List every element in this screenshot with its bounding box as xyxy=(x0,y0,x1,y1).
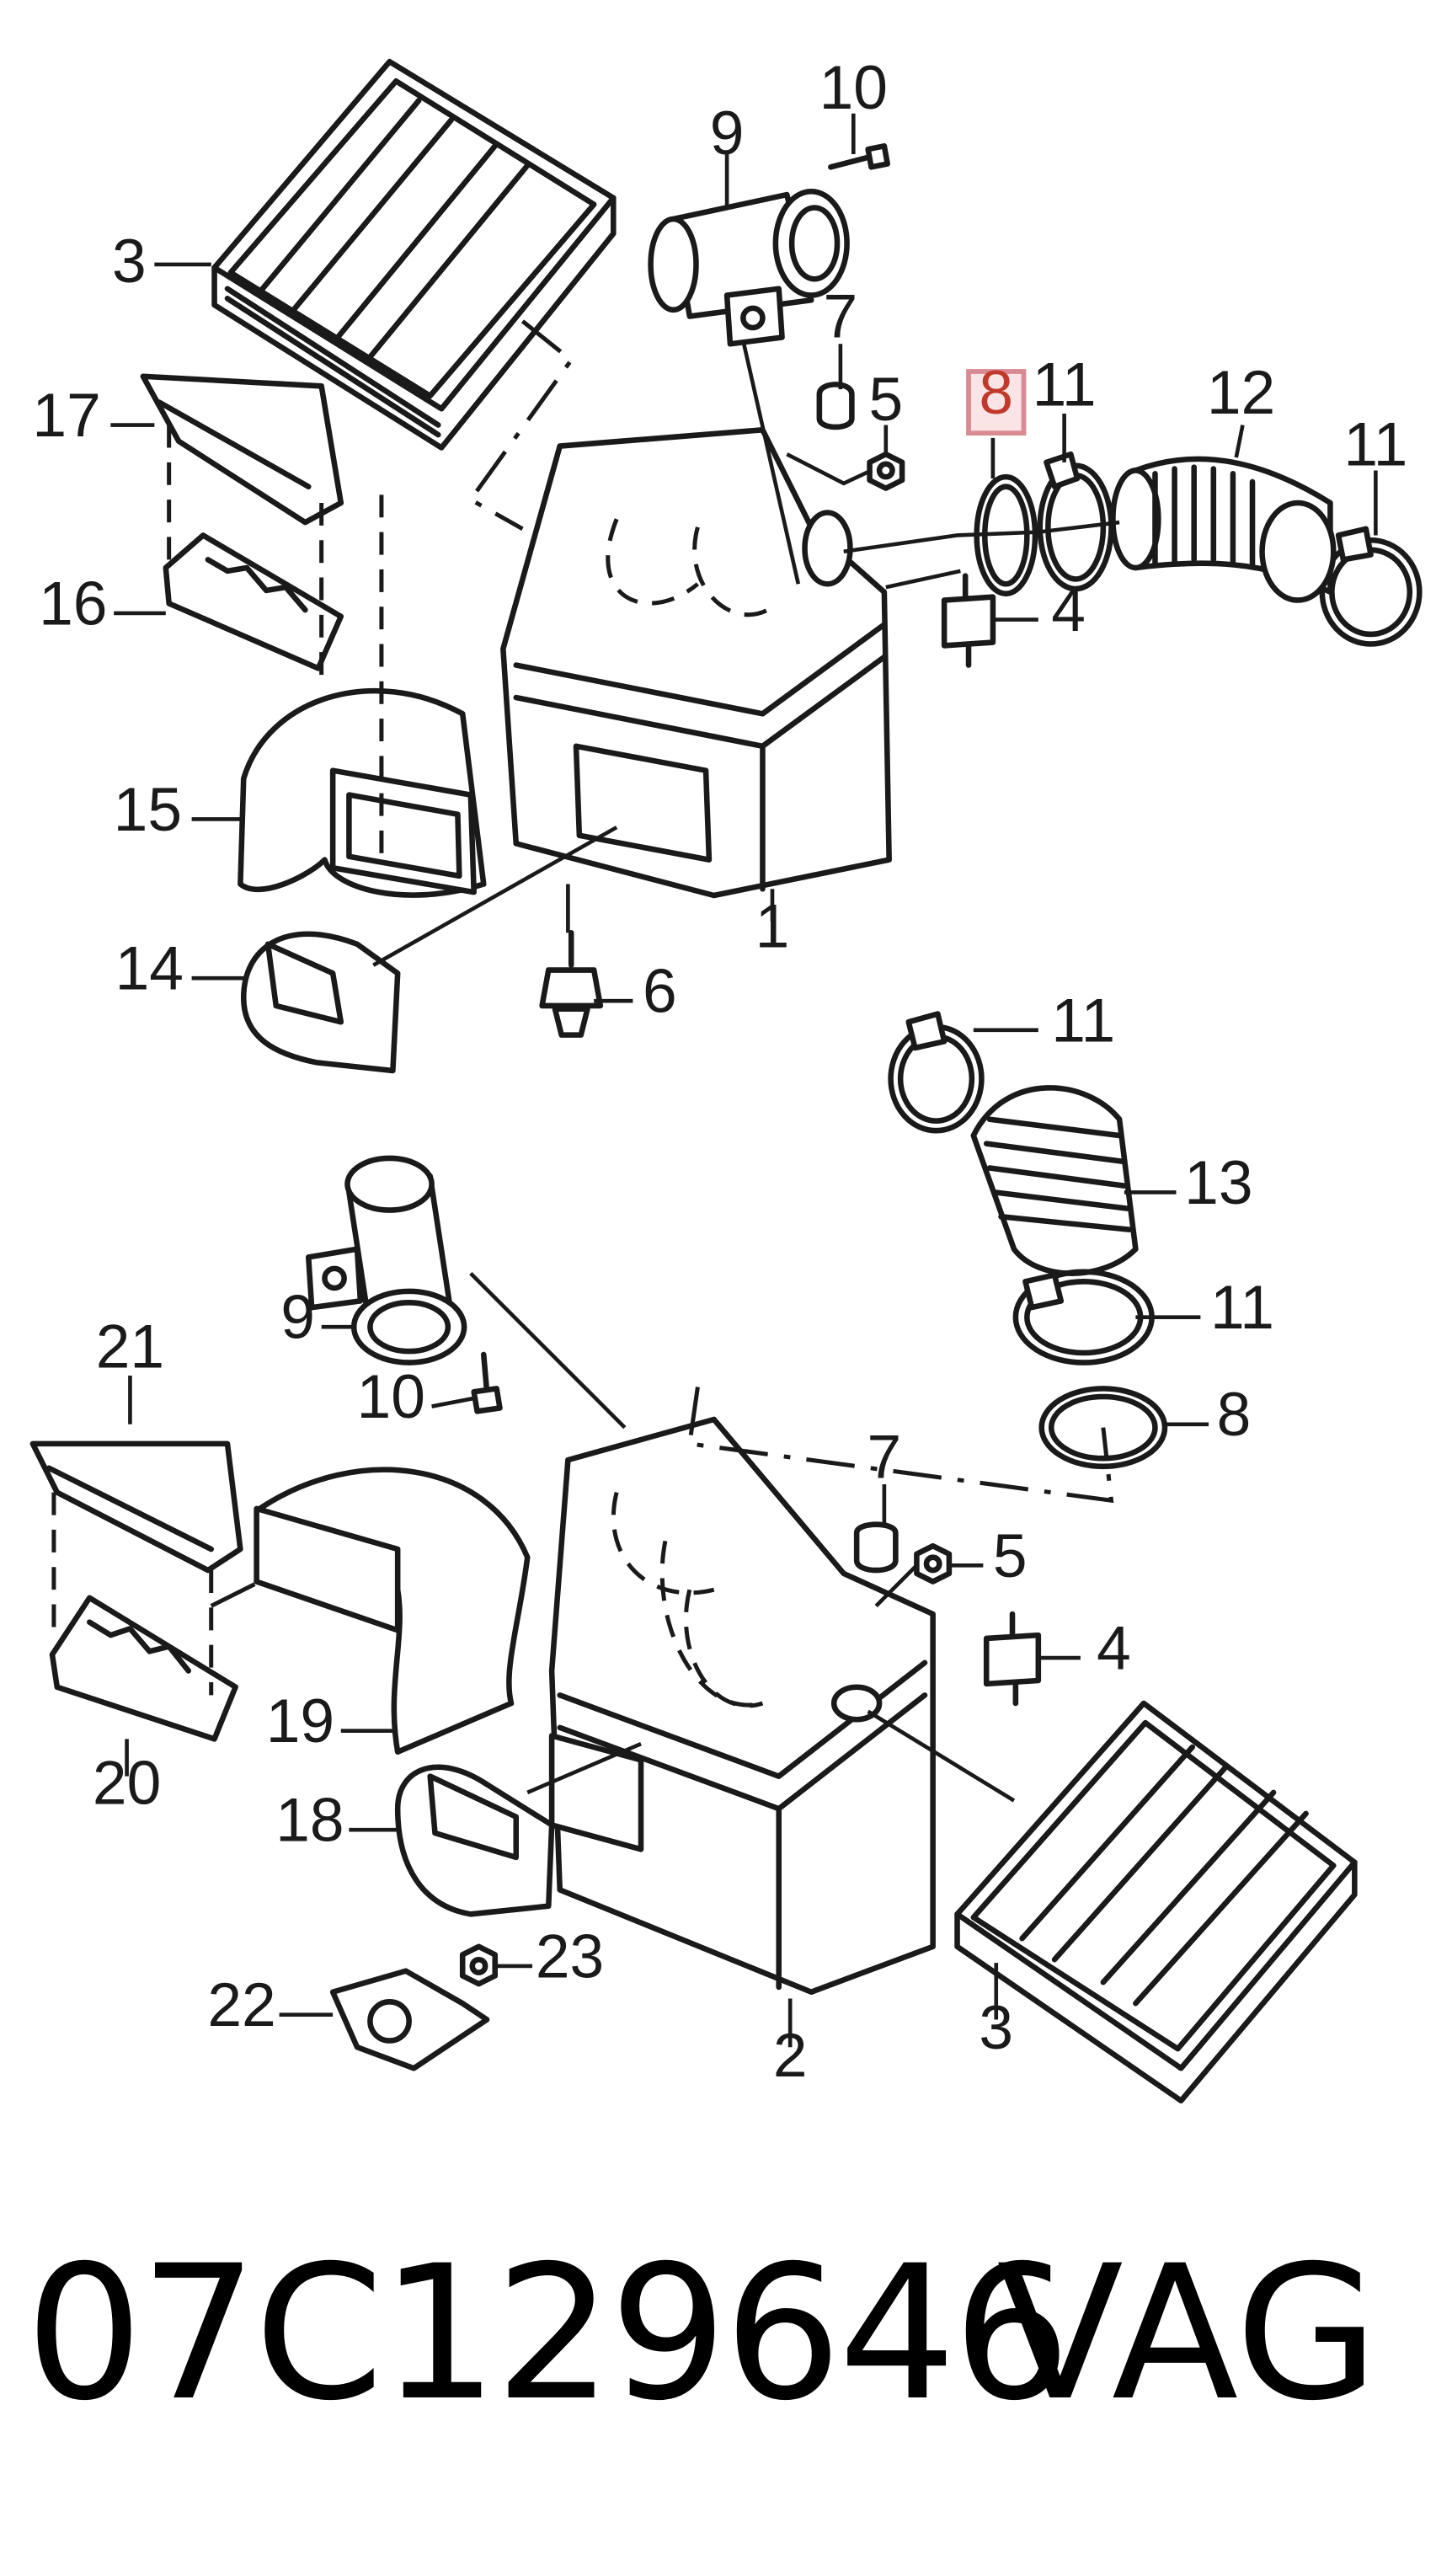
air-filter-housing-1 xyxy=(500,427,892,899)
air-filter-housing-2 xyxy=(548,1416,936,1996)
intake-duct-15 xyxy=(238,687,487,898)
screw-top xyxy=(828,143,891,170)
nut-23 xyxy=(459,1943,498,1987)
hose-clamp-top-a xyxy=(1037,451,1114,592)
rubber-mount-top xyxy=(941,573,996,668)
brand-label: VAG xyxy=(996,2226,1379,2441)
intake-grille-16 xyxy=(163,532,344,671)
callout-17: 17 xyxy=(32,381,100,450)
callout-9-bottom: 9 xyxy=(280,1283,315,1352)
part-number: 07C129646 xyxy=(25,2226,1070,2441)
air-filter-element-top xyxy=(211,58,617,451)
callout-8-top-highlighted: 8 xyxy=(979,358,1013,427)
callout-11-top-a: 11 xyxy=(1033,350,1097,419)
callout-4-bottom: 4 xyxy=(1097,1614,1131,1683)
bottom-assembly-connector-lines xyxy=(51,1272,1114,1803)
callout-21: 21 xyxy=(96,1312,164,1381)
callout-18: 18 xyxy=(275,1786,344,1855)
nut-top xyxy=(867,451,905,491)
o-ring-bottom xyxy=(1038,1386,1168,1470)
hose-clamp-top-b xyxy=(1319,526,1423,647)
rubber-mount-bottom xyxy=(983,1611,1042,1707)
intake-hose-12 xyxy=(1110,456,1337,603)
callout-14: 14 xyxy=(115,934,184,1003)
grommet-top xyxy=(816,382,855,430)
callout-12: 12 xyxy=(1207,358,1275,427)
hose-clamp-mid-a xyxy=(888,1011,985,1134)
callout-5-bottom: 5 xyxy=(993,1521,1028,1590)
top-assembly-connector-lines xyxy=(167,319,1120,967)
callout-labels: 3 9 10 7 5 8 11 12 11 17 16 4 15 1 14 6 … xyxy=(32,53,1407,2090)
callout-10-top: 10 xyxy=(819,53,888,122)
intake-hose-13 xyxy=(970,1085,1139,1276)
screw-bottom xyxy=(471,1351,503,1414)
callout-leader-lines xyxy=(110,113,1378,2048)
callout-15: 15 xyxy=(114,775,182,844)
rubber-buffer-6 xyxy=(539,929,604,1038)
hose-clamp-mid-b xyxy=(1012,1269,1155,1365)
callout-5-top: 5 xyxy=(868,365,903,434)
callout-7-bottom: 7 xyxy=(867,1422,902,1491)
callout-4-top: 4 xyxy=(1051,575,1086,644)
cover-17 xyxy=(140,373,344,526)
callout-10-bottom: 10 xyxy=(357,1362,425,1431)
callout-16: 16 xyxy=(39,569,107,638)
callout-22: 22 xyxy=(207,1970,275,2039)
air-filter-element-bottom xyxy=(954,1700,1358,2104)
intake-grille-20 xyxy=(49,1595,238,1742)
callout-20: 20 xyxy=(93,1748,161,1817)
callout-19: 19 xyxy=(266,1686,334,1756)
callout-3-top: 3 xyxy=(112,227,147,296)
cover-21 xyxy=(29,1440,243,1574)
callout-3-bottom: 3 xyxy=(979,1993,1013,2062)
grommet-bottom xyxy=(853,1521,899,1574)
air-mass-meter-bottom xyxy=(305,1155,467,1365)
callout-11-mid-a: 11 xyxy=(1051,986,1115,1055)
intake-duct-19 xyxy=(254,1467,531,1756)
inlet-14 xyxy=(240,931,401,1074)
nut-bottom xyxy=(914,1542,953,1585)
callout-23: 23 xyxy=(536,1921,604,1991)
callout-1: 1 xyxy=(755,892,790,961)
callout-13: 13 xyxy=(1184,1148,1252,1217)
callout-6: 6 xyxy=(643,957,677,1026)
callout-7-top: 7 xyxy=(824,282,858,351)
callout-9-top: 9 xyxy=(710,99,745,168)
callout-2: 2 xyxy=(773,2021,808,2090)
highlight-box-part-8 xyxy=(966,369,1027,436)
air-mass-meter-top xyxy=(648,188,850,347)
callout-11-top-b: 11 xyxy=(1343,410,1407,479)
callout-8-bottom: 8 xyxy=(1217,1380,1252,1449)
bracket-22 xyxy=(329,1968,490,2071)
callout-11-mid-b: 11 xyxy=(1210,1273,1274,1342)
inlet-18 xyxy=(394,1764,555,1917)
